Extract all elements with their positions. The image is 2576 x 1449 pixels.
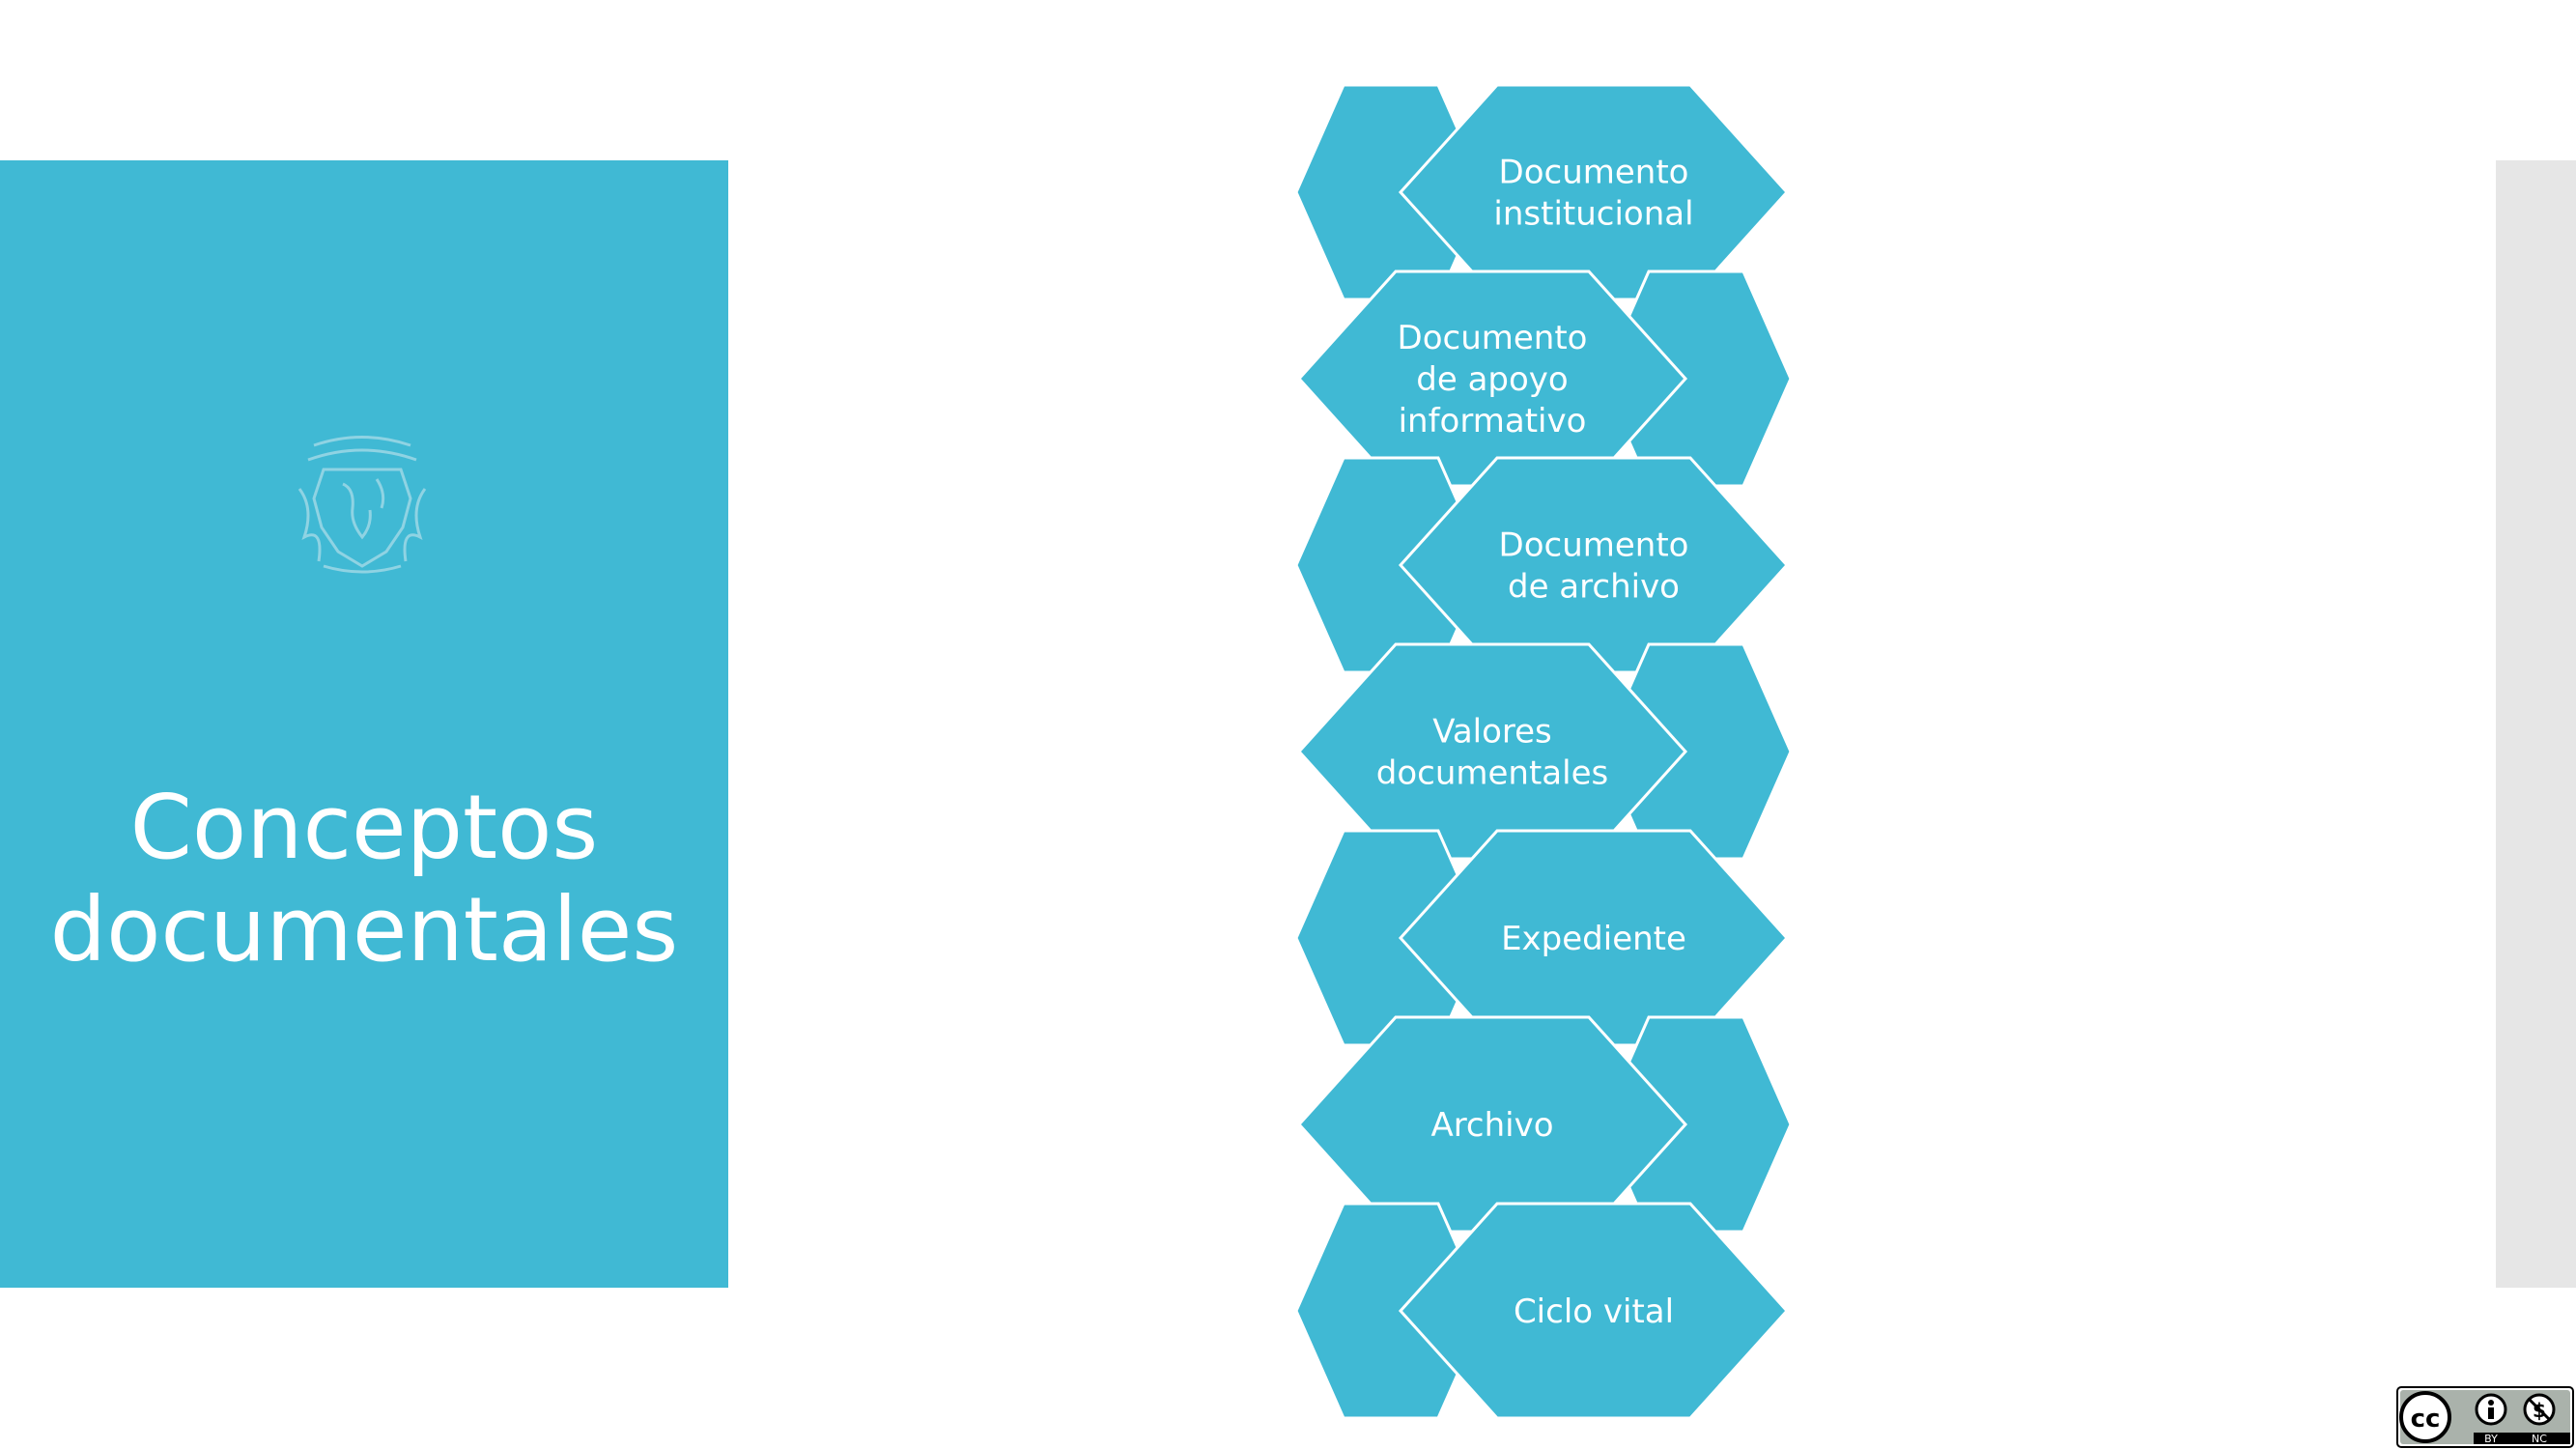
- title-line-2: documentales: [49, 878, 679, 981]
- concept-label: documentales: [1376, 754, 1608, 793]
- by-label: BY: [2484, 1433, 2498, 1445]
- concept-label: Documento: [1499, 154, 1689, 192]
- concept-label: de archivo: [1508, 568, 1680, 607]
- concept-label: informativo: [1399, 402, 1587, 440]
- cc-license-badge: cc $ BY NC: [2396, 1386, 2574, 1448]
- concept-hexagon: [1296, 642, 1688, 861]
- concept-label: de apoyo: [1416, 360, 1568, 399]
- concept-label: Documento: [1398, 319, 1588, 357]
- side-bar: [2496, 160, 2576, 1288]
- accent-hexagon: [1294, 1202, 1487, 1420]
- cc-text: cc: [2411, 1405, 2441, 1434]
- concept-label: institucional: [1493, 195, 1693, 234]
- title-panel: Conceptos documentales: [0, 160, 728, 1288]
- title-line-1: Conceptos: [129, 776, 599, 879]
- seal-icon: [297, 436, 427, 574]
- concept-hexagon: [1398, 456, 1790, 674]
- concept-label: Ciclo vital: [1514, 1293, 1674, 1331]
- concept-hexagon: [1398, 1202, 1790, 1420]
- nc-label: NC: [2532, 1433, 2547, 1445]
- concept-label: Archivo: [1430, 1106, 1553, 1145]
- concept-label: Documento: [1499, 526, 1689, 565]
- concept-label: Expediente: [1501, 920, 1686, 958]
- cc-icon: [2399, 1391, 2451, 1443]
- page-title: Conceptos documentales: [0, 777, 728, 981]
- concept-label: Valores: [1432, 713, 1552, 752]
- concept-hexagon: [1398, 83, 1790, 301]
